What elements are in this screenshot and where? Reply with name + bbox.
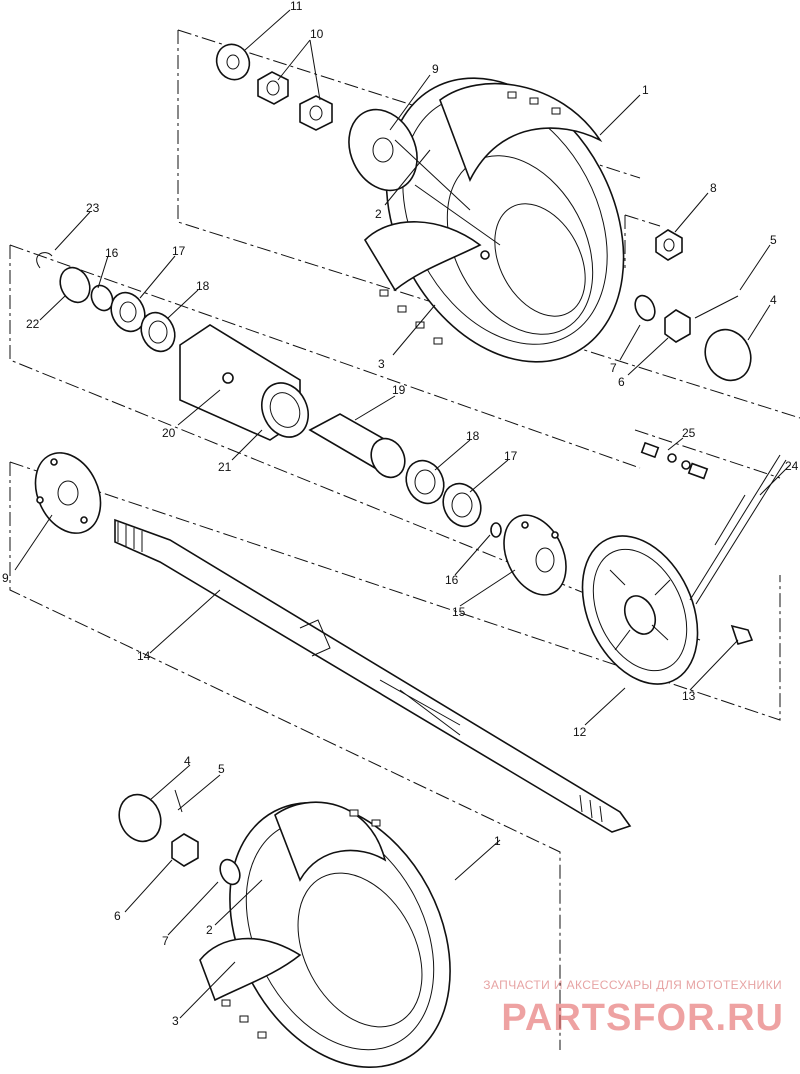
callout-4-bottom: 4 xyxy=(184,754,191,768)
callout-5-top: 5 xyxy=(770,233,777,247)
watermark-tagline: ЗАПЧАСТИ И АКСЕССУАРЫ ДЛЯ МОТОТЕХНИКИ xyxy=(483,978,782,992)
callout-18-top: 18 xyxy=(196,279,210,293)
bottom-left-fasteners xyxy=(118,789,241,886)
callout-1-bottom: 1 xyxy=(494,834,501,848)
carrier-bearing-stack xyxy=(36,252,309,441)
top-right-fasteners xyxy=(634,229,752,382)
callout-9-top: 9 xyxy=(432,62,439,76)
callout-2-top: 2 xyxy=(375,207,382,221)
callout-23: 23 xyxy=(86,201,100,215)
callout-4-top: 4 xyxy=(770,293,777,307)
callout-13: 13 xyxy=(682,689,696,703)
callout-16-right: 16 xyxy=(445,573,459,587)
rear-axle-shaft xyxy=(114,518,632,833)
callout-15: 15 xyxy=(452,605,466,619)
chain-and-fasteners xyxy=(640,441,787,645)
callout-6-top: 6 xyxy=(618,375,625,389)
callout-25: 25 xyxy=(682,426,696,440)
callout-17-right: 17 xyxy=(504,449,518,463)
callout-19: 19 xyxy=(392,383,406,397)
top-fastener-stack xyxy=(215,43,471,211)
callout-1-top: 1 xyxy=(642,83,649,97)
callout-7-bottom: 7 xyxy=(162,934,169,948)
partsfor-watermark-logo: PARTSFOR.RU xyxy=(501,997,784,1038)
callout-16-top: 16 xyxy=(105,246,119,260)
left-axle-hub xyxy=(34,452,102,534)
callout-3-bottom: 3 xyxy=(172,1014,179,1028)
callout-9-left: 9 xyxy=(2,571,9,585)
callout-labels: 11 10 9 1 2 8 5 4 7 6 3 23 16 17 22 18 2… xyxy=(2,0,799,1028)
top-wheel-assembly xyxy=(363,77,625,363)
callout-24: 24 xyxy=(785,459,799,473)
callout-12: 12 xyxy=(573,725,587,739)
callout-17-top: 17 xyxy=(172,244,186,258)
callout-14: 14 xyxy=(137,649,151,663)
drive-sprocket xyxy=(581,535,699,685)
watermark-logo-text: PARTSFOR.RU xyxy=(501,997,784,1038)
callout-11-top: 11 xyxy=(290,0,303,13)
callout-leaders xyxy=(14,9,791,1019)
callout-21: 21 xyxy=(218,460,232,474)
callout-20: 20 xyxy=(162,426,176,440)
axle-tube-stack xyxy=(308,413,502,538)
callout-10-top: 10 xyxy=(310,27,324,41)
callout-6-bottom: 6 xyxy=(114,909,121,923)
callout-5-bottom: 5 xyxy=(218,762,225,776)
callout-18-right: 18 xyxy=(466,429,480,443)
callout-3-top: 3 xyxy=(378,357,385,371)
sprocket-hub xyxy=(503,514,567,596)
callout-22: 22 xyxy=(26,317,40,331)
callout-2-bottom: 2 xyxy=(206,923,213,937)
callout-7-top: 7 xyxy=(610,361,617,375)
bottom-wheel-assembly xyxy=(199,801,451,1069)
callout-8-top: 8 xyxy=(710,181,717,195)
